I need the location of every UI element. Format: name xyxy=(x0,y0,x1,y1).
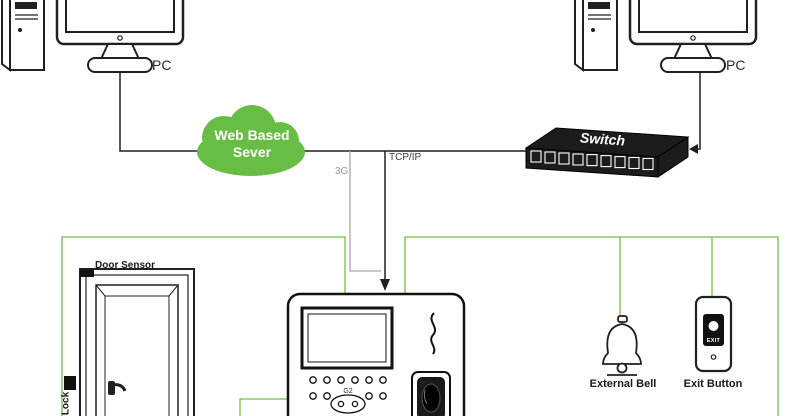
switch-ports xyxy=(530,150,654,171)
pc-monitor-icon xyxy=(55,0,185,73)
pc-left-label: PC xyxy=(152,57,172,73)
green-wire-right-loop xyxy=(404,236,779,416)
pc-right-label: PC xyxy=(726,57,746,73)
cloud-label-line1: Web Based xyxy=(214,127,290,143)
arrow-left-icon xyxy=(689,144,698,154)
cloud-label-line2: Sever xyxy=(232,144,272,160)
hand-icon xyxy=(708,321,719,331)
switch-icon xyxy=(524,127,690,178)
door-icon xyxy=(79,268,195,416)
terminal-icon xyxy=(286,292,466,416)
lock-icon xyxy=(64,376,76,390)
exit-button-text: EXIT xyxy=(706,338,721,344)
wire-3g-drop xyxy=(349,151,381,272)
lock-label: Lock xyxy=(60,391,72,416)
wire-pc-right-to-switch xyxy=(697,73,701,150)
green-wire-door-loop xyxy=(61,236,346,416)
door-sensor-icon xyxy=(80,270,94,277)
wire-pc-left-to-switch xyxy=(119,73,530,152)
cloud-label: Web Based Sever xyxy=(196,127,308,161)
green-wire-lock xyxy=(239,398,292,416)
exit-button-icon xyxy=(694,295,733,373)
pc-right xyxy=(574,0,758,73)
pc-monitor-icon xyxy=(628,0,758,73)
exit-button-label: Exit Button xyxy=(683,378,743,390)
pc-tower-icon xyxy=(1,0,45,72)
door-handle-icon xyxy=(108,381,127,395)
door-sensor-label: Door Sensor xyxy=(95,260,156,271)
arrow-down-icon xyxy=(380,279,390,291)
pc-tower-icon xyxy=(574,0,618,72)
pc-left xyxy=(1,0,185,73)
speaker-icon xyxy=(430,312,436,355)
keypad xyxy=(309,376,387,414)
switch-label: Switch xyxy=(579,129,626,149)
3g-label: 3G xyxy=(335,166,349,177)
terminal-model-label: G2 xyxy=(343,388,353,395)
fingerprint-reader-icon xyxy=(411,371,451,416)
tcpip-label: TCP/IP xyxy=(389,152,422,163)
cloud-icon xyxy=(197,105,305,176)
external-bell-label: External Bell xyxy=(589,378,657,390)
bell-icon xyxy=(602,315,642,376)
